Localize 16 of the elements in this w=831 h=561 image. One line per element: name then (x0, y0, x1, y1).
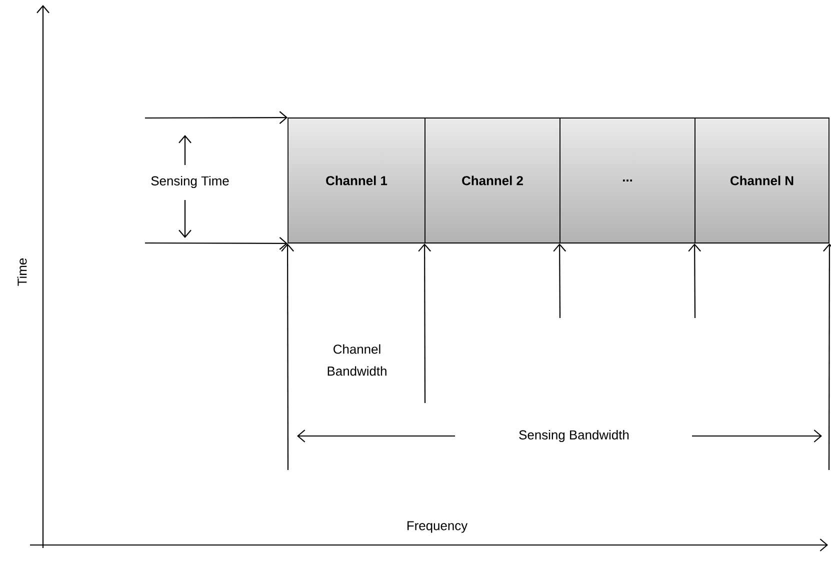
arrow (281, 243, 294, 470)
channel-box: ... (560, 118, 696, 244)
arrow (418, 243, 431, 403)
channel-box: Channel N (694, 118, 830, 244)
text-label: Frequency (407, 521, 468, 533)
arrow (823, 243, 831, 470)
arrow (145, 111, 288, 124)
arrow (145, 237, 288, 250)
arrow (553, 243, 566, 318)
text-label: Channel Bandwidth (328, 344, 386, 376)
channel-box: Channel 2 (424, 118, 560, 244)
arrow (688, 243, 702, 318)
text-label: Sensing Time (151, 176, 229, 188)
channel-box: Channel 1 (288, 118, 426, 244)
text-label: Sensing Bandwidth (519, 430, 629, 442)
text-label: Time (17, 258, 27, 286)
